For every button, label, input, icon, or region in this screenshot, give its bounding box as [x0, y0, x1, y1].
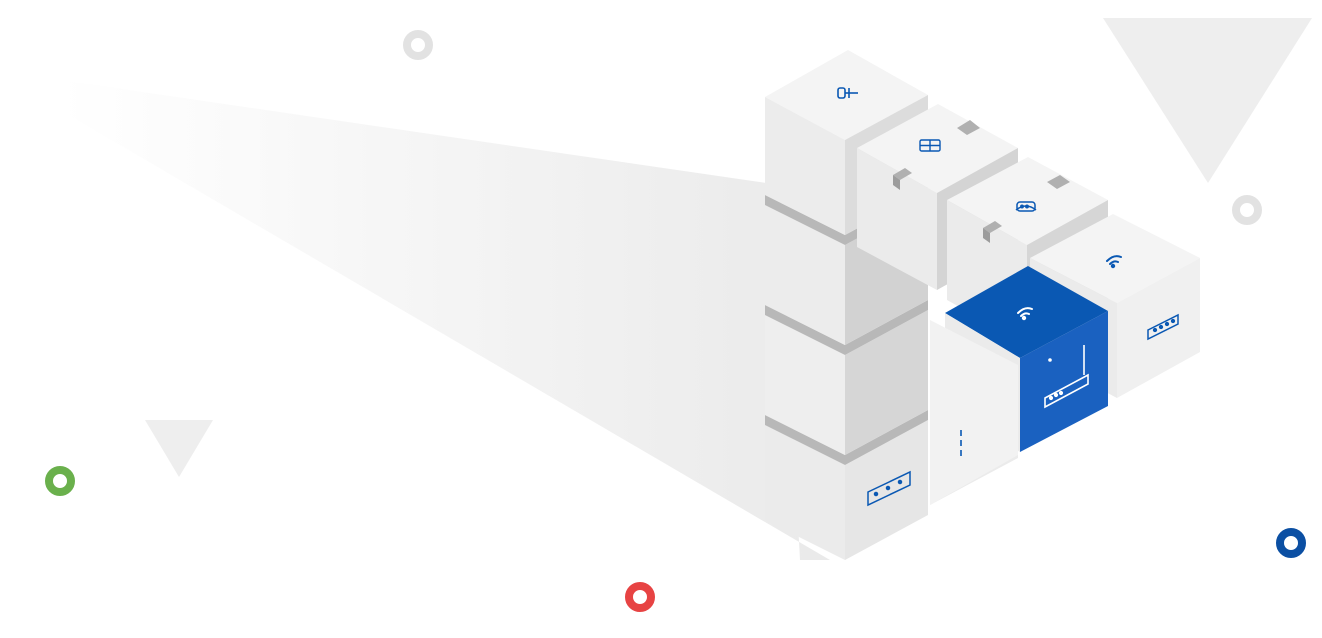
wifi-icon [1106, 255, 1122, 269]
router-icon [1044, 345, 1089, 409]
switch-ports-icon [867, 470, 911, 507]
ring-decoration [45, 466, 75, 496]
cube-bottom [765, 410, 928, 560]
modem-icon [1015, 201, 1037, 212]
ring-decoration [1276, 528, 1306, 558]
triangle-decoration [1103, 18, 1312, 183]
server-plug-icon [837, 87, 858, 99]
ethernet-port-icon [1147, 313, 1179, 341]
control-panel-icon [919, 139, 941, 152]
ring-decoration [1232, 195, 1262, 225]
wifi-icon [1017, 307, 1033, 321]
cube-middle [765, 300, 928, 455]
cube-lower-middle [930, 320, 1018, 505]
triangle-decoration [145, 420, 213, 477]
ring-decoration [403, 30, 433, 60]
ring-decoration [625, 582, 655, 612]
light-beam [60, 80, 830, 560]
